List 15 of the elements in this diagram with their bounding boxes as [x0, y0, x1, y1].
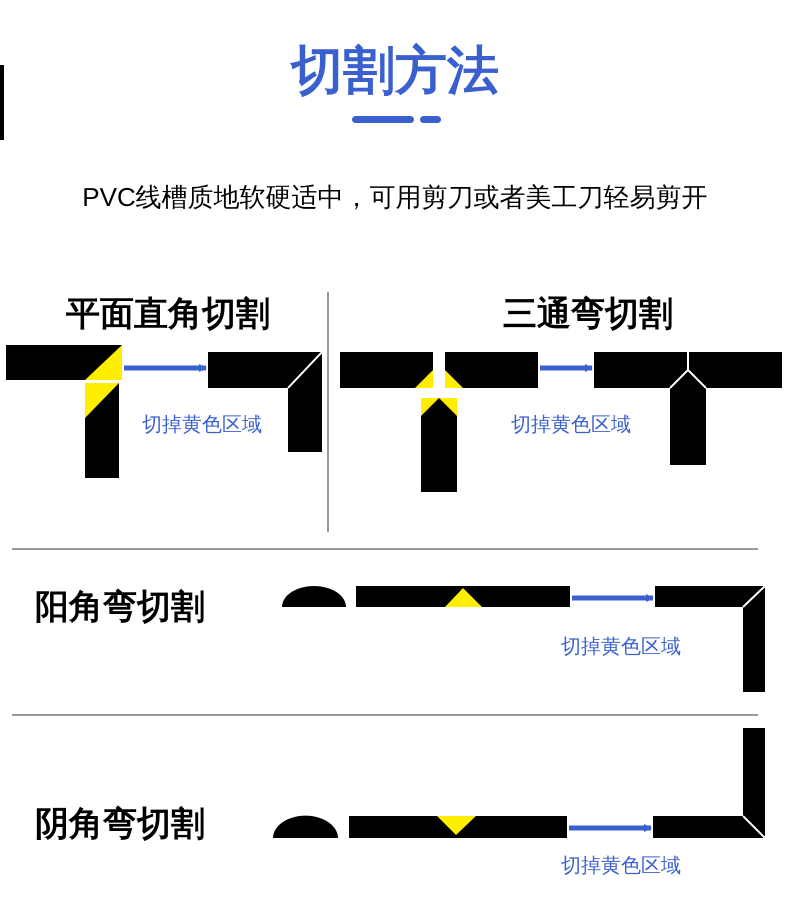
trunking-drawing [349, 816, 567, 838]
arrow [540, 364, 593, 372]
trunking-drawing [6, 345, 122, 478]
arrow [124, 364, 207, 372]
arrow [569, 824, 652, 832]
section-heading: 平面直角切割 [66, 294, 270, 335]
trunking-drawing [653, 728, 765, 838]
section-heading: 阴角弯切割 [35, 804, 205, 845]
title: 切割方法 [289, 41, 500, 102]
subtitle: PVC线槽质地软硬适中，可用剪刀或者美工刀轻易剪开 [82, 181, 708, 214]
section-heading: 阳角弯切割 [35, 587, 205, 628]
trunking-drawing [594, 352, 782, 465]
arrow [572, 594, 654, 602]
section-heading: 三通弯切割 [503, 294, 673, 335]
trunking-drawing [356, 586, 570, 607]
